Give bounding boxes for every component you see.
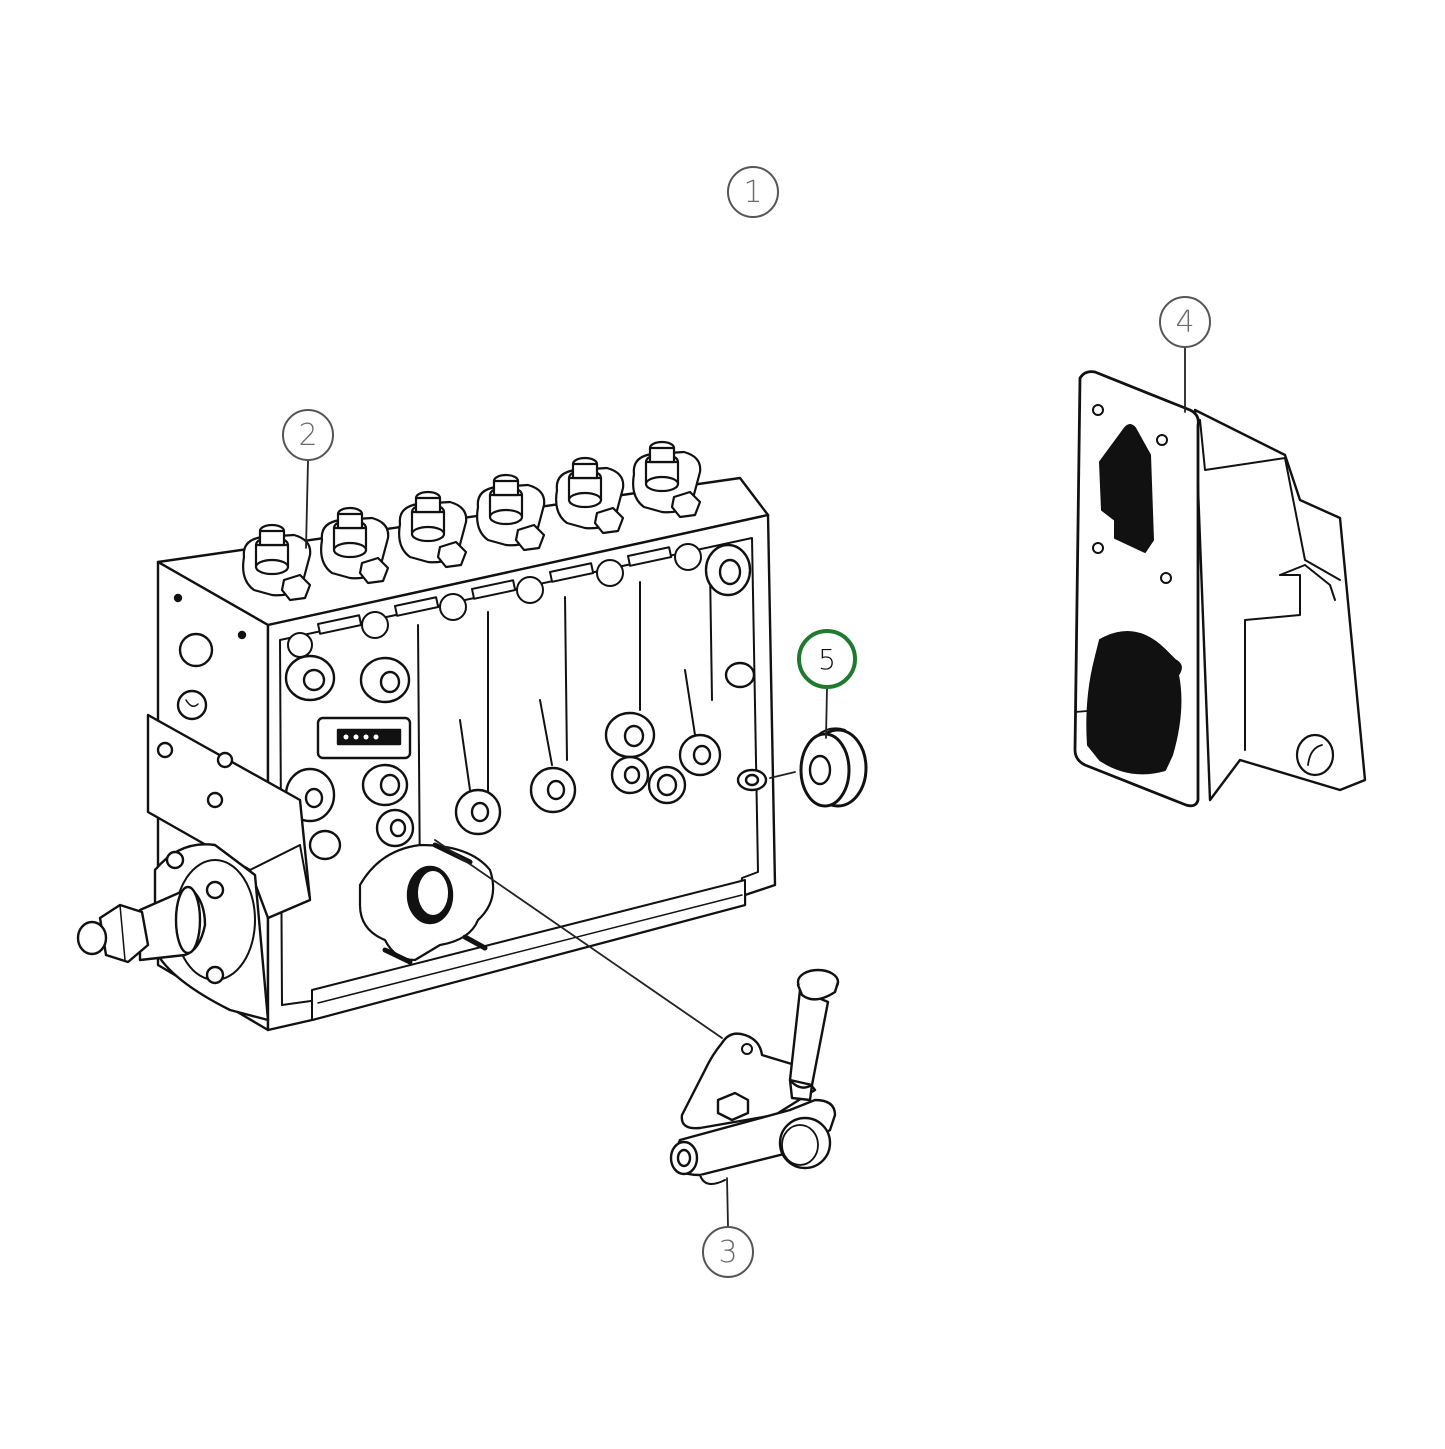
injection-pump-part[interactable]	[76, 440, 777, 1032]
callout-3-label: 3	[718, 1234, 738, 1270]
delivery-valve-holders	[242, 440, 702, 602]
callout-3[interactable]: 3	[702, 1226, 754, 1278]
callout-5-label: 5	[818, 642, 836, 676]
callout-1[interactable]: 1	[727, 166, 779, 218]
callout-2[interactable]: 2	[282, 409, 334, 461]
callout-5-highlighted[interactable]: 5	[797, 629, 857, 689]
bracket-part[interactable]	[1073, 370, 1367, 808]
feed-pump-part[interactable]	[669, 968, 840, 1185]
callout-4[interactable]: 4	[1159, 296, 1211, 348]
callout-1-label: 1	[743, 174, 763, 210]
callout-2-label: 2	[298, 417, 318, 453]
callout-4-label: 4	[1175, 304, 1195, 340]
nameplate	[316, 716, 412, 760]
seal-ring-part[interactable]	[799, 727, 868, 808]
leader-lines	[305, 347, 1186, 1227]
